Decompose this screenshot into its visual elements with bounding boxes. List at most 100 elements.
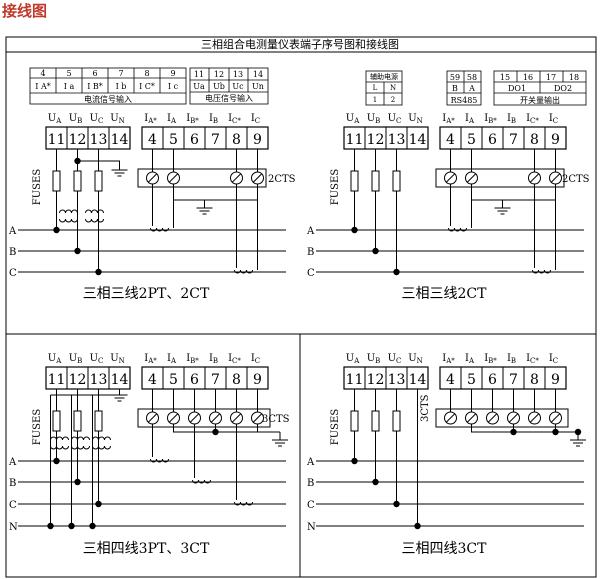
terminal-label: UC: [90, 113, 104, 125]
terminal-number: 7: [509, 372, 518, 388]
ct-coil-icon: [192, 479, 211, 484]
terminal-number: 9: [253, 132, 262, 148]
junction-dot: [510, 428, 517, 436]
current-terminal-signal: I A*: [35, 82, 50, 91]
screw-terminal-icon: [251, 171, 264, 185]
terminal-number: 8: [232, 132, 241, 148]
ct-coil-icon: [234, 269, 253, 274]
terminal-number: 8: [530, 132, 539, 148]
current-terminal-number: 9: [170, 69, 175, 78]
terminal-label: IC*: [526, 113, 539, 125]
phase-label: N: [307, 522, 316, 533]
screw-terminal-icon: [188, 411, 201, 425]
fuse-icon: [73, 170, 82, 192]
aux-power-caption: 辅助电源: [370, 72, 398, 81]
pt-coil: [85, 218, 104, 223]
current-terminal-signal: I a: [64, 82, 75, 91]
terminal-label: IB: [209, 113, 218, 125]
frame-title: 三相组合电测量仪表端子序号图和接线图: [201, 37, 399, 51]
page-title: 接线图: [2, 2, 48, 20]
screw-slot: [232, 413, 241, 423]
junction-dot: [393, 500, 400, 508]
ground-icon: [570, 439, 586, 447]
switch-output-signal: DO1: [508, 84, 526, 93]
junction-dot: [393, 268, 400, 276]
phase-label: B: [9, 247, 16, 258]
terminal-number: 12: [367, 132, 385, 148]
terminal-label: IA*: [442, 113, 455, 125]
pt-transformer-icon: [71, 436, 90, 450]
outer-frame: [5, 36, 597, 578]
current-input-table: 4 5 6 7 8 9 I A* I a I B* I b I C* I c 电…: [29, 67, 187, 105]
switch-output-table: 15 16 17 18 DO1 DO2 开关量输出: [493, 70, 587, 106]
fuses-label: FUSES: [330, 409, 341, 446]
terminal-number: 13: [388, 372, 406, 388]
terminal-number: 7: [211, 132, 220, 148]
ct-coil-icon: [150, 458, 169, 463]
phase-label: A: [8, 457, 17, 468]
terminal-label: UA: [48, 113, 62, 125]
phase-label: N: [9, 522, 18, 533]
switch-output-number: 18: [569, 73, 579, 82]
terminal-number: 8: [530, 372, 539, 388]
fuse-icon: [350, 170, 359, 192]
screw-slot: [446, 413, 455, 423]
screw-terminal-icon: [486, 411, 499, 425]
fuse-icon: [371, 410, 380, 432]
terminal-number: 12: [367, 372, 385, 388]
fuses-label: FUSES: [32, 409, 43, 446]
fuse-icon: [371, 170, 380, 192]
terminal-number: 4: [148, 132, 157, 148]
screw-slot: [509, 413, 518, 423]
panel-3p4w-3ct: 11UA12UB13UC14UN4IA*5IA6IB*7IB8IC*9ICABC…: [306, 353, 586, 557]
screw-slot: [169, 173, 178, 183]
phase-label: B: [307, 247, 314, 258]
terminal-label: IA*: [144, 113, 157, 125]
current-terminal-number: 8: [144, 69, 149, 78]
screw-slot: [530, 413, 539, 423]
rs485-signal: A: [468, 84, 475, 93]
rs485-number: 58: [467, 73, 477, 82]
terminal-label: IB*: [484, 353, 497, 365]
pt-coil: [92, 445, 111, 450]
terminal-label: UA: [346, 353, 360, 365]
terminal-number: 4: [446, 372, 455, 388]
terminal-number: 13: [90, 132, 108, 148]
panel-3p3w-2ct: 11UA12UB13UC14UN4IA*5IA6IB*7IB8IC*9ICABC…: [306, 113, 590, 302]
pt-transformer-icon: [85, 209, 104, 223]
terminal-number: 12: [69, 372, 87, 388]
screw-slot: [446, 173, 455, 183]
ct-label: 3CTS: [262, 414, 290, 425]
screw-terminal-icon: [230, 171, 243, 185]
current-terminal-signal: I c: [168, 82, 179, 91]
junction-dot: [89, 522, 96, 530]
screw-slot: [551, 413, 560, 423]
pt-coil: [71, 445, 90, 450]
voltage-terminal-signal: Ub: [213, 82, 225, 91]
current-terminal-signal: I B*: [87, 82, 103, 91]
terminal-label: UN: [110, 113, 125, 125]
aux-power-table: 辅助电源 L N 1 2: [365, 70, 403, 106]
terminal-label: UC: [90, 353, 104, 365]
fuse-icon: [350, 410, 359, 432]
terminal-label: IA: [167, 353, 177, 365]
terminal-label: UC: [388, 353, 402, 365]
current-input-caption: 电流信号输入: [84, 94, 132, 104]
screw-slot: [190, 413, 199, 423]
terminal-label: IA: [465, 113, 475, 125]
terminal-label: IA: [167, 113, 177, 125]
fuse-icon: [52, 170, 61, 192]
screw-terminal-icon: [465, 411, 478, 425]
fuse-icon: [73, 410, 82, 432]
junction-dot: [95, 500, 102, 508]
ground-icon: [272, 439, 288, 447]
terminal-number: 11: [48, 132, 66, 148]
terminal-number: 4: [148, 372, 157, 388]
diagram-caption: 三相三线2PT、2CT: [83, 286, 210, 302]
ground-icon: [111, 169, 128, 177]
terminal-number: 6: [488, 132, 497, 148]
screw-slot: [551, 173, 560, 183]
switch-output-number: 15: [500, 73, 510, 82]
